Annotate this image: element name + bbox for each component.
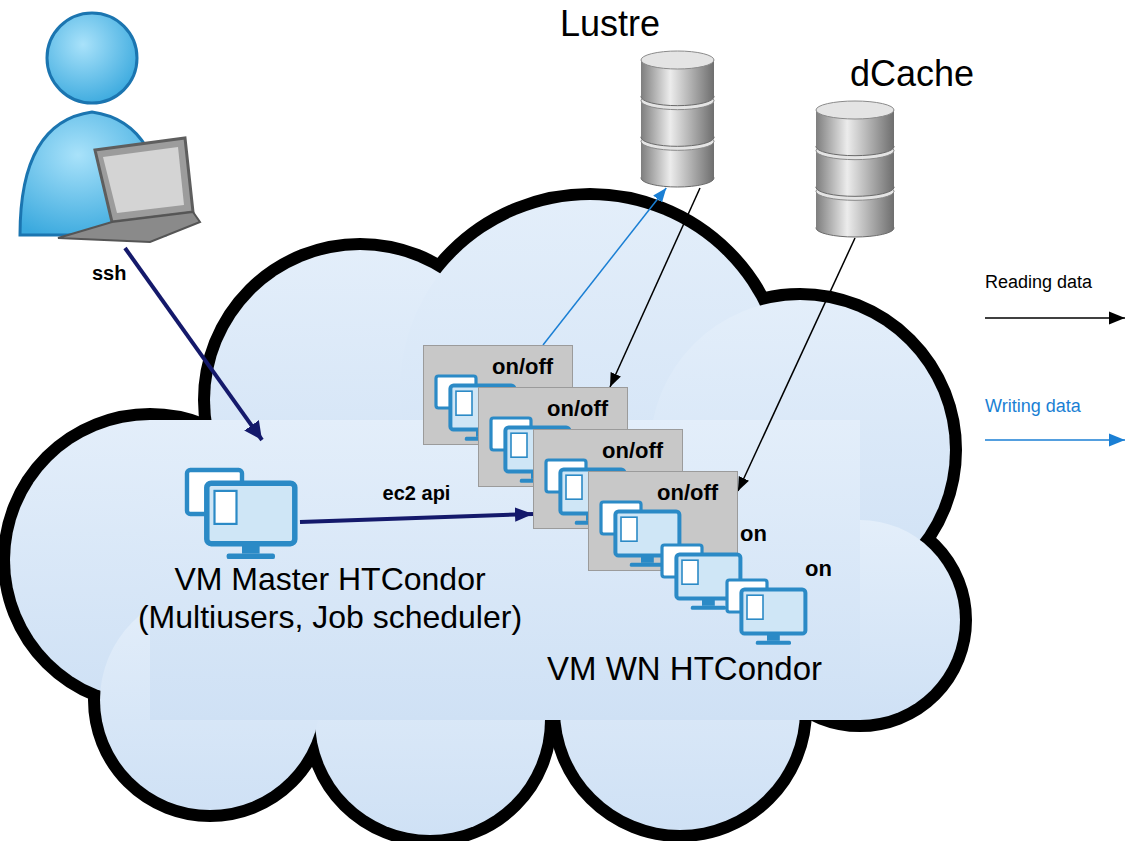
storage-name: Lustre — [560, 2, 660, 45]
connector-arrow — [738, 238, 855, 491]
monitor-window — [215, 491, 237, 524]
cylinder-disc-top — [641, 51, 714, 69]
monitor-base — [691, 606, 726, 610]
master-vm: VM Master HTCondor (Multiusers, Job sche… — [185, 468, 300, 558]
monitor-neck — [702, 599, 715, 606]
vm-state: on/off — [602, 438, 663, 464]
vm-state: on/off — [547, 396, 608, 422]
laptop-screen — [95, 138, 193, 222]
connector-arrow — [610, 188, 700, 387]
user-icon — [20, 13, 200, 242]
vm-state: on — [740, 521, 767, 547]
storage-cylinder: dCache — [815, 100, 895, 238]
storage-name: dCache — [850, 52, 974, 95]
cloud-fill — [10, 200, 960, 835]
monitor-front — [207, 483, 295, 544]
monitor-window — [511, 433, 527, 457]
monitor-base — [630, 563, 665, 567]
vm-state: on/off — [492, 354, 553, 380]
connector-arrow — [543, 188, 666, 345]
monitor-icon — [727, 580, 805, 645]
legend-write-sample — [985, 439, 1125, 441]
worker-vm-on: on — [715, 550, 865, 645]
connector-arrow — [300, 514, 533, 522]
ssh-arrow — [125, 248, 262, 440]
monitor-window — [566, 475, 582, 499]
node-outline — [815, 100, 895, 238]
monitor-window — [456, 391, 472, 415]
laptop-base — [58, 212, 200, 242]
cylinder-disc-top — [816, 101, 894, 119]
connector-label: ec2 api — [383, 482, 451, 505]
monitor-neck — [641, 556, 654, 563]
storage-cylinder: Lustre — [640, 50, 715, 188]
vm-state: on — [805, 556, 832, 582]
group-label: VM WN HTCondor — [545, 650, 824, 688]
legend-text: Reading data — [985, 272, 1092, 293]
vm-title: VM Master HTCondor (Multiusers, Job sche… — [100, 560, 560, 637]
node-outline — [715, 550, 865, 645]
monitor-neck — [242, 544, 260, 554]
monitor-base — [227, 554, 275, 560]
node-outline — [185, 468, 300, 558]
monitor-neck — [767, 634, 780, 641]
cylinder-icon — [641, 51, 714, 187]
monitor-window — [682, 560, 698, 584]
cloud-outline — [10, 200, 960, 835]
node-outline — [640, 50, 715, 188]
monitor-base — [756, 641, 791, 645]
monitor-icon — [187, 470, 295, 559]
cylinder-icon — [816, 101, 894, 237]
protocol-label: ssh — [90, 262, 128, 285]
monitor-front — [741, 590, 805, 634]
legend-read-sample — [985, 317, 1125, 319]
monitor-window — [747, 595, 763, 619]
laptop-display — [103, 147, 184, 213]
user-head — [47, 13, 137, 103]
legend-text: Writing data — [985, 396, 1081, 417]
monitor-window — [621, 517, 637, 541]
vm-state: on/off — [657, 480, 718, 506]
